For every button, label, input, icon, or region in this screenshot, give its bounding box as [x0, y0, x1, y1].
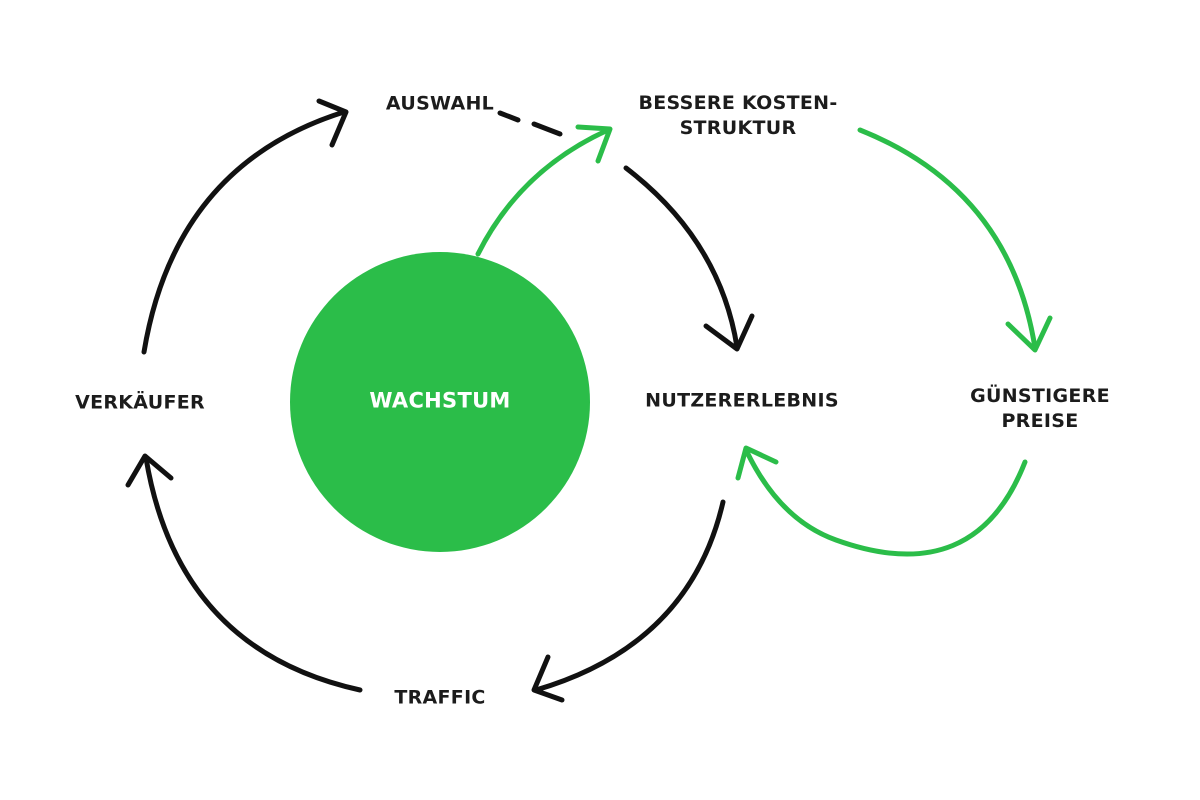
- arrowhead-cost-structure: [575, 124, 613, 164]
- lower-prices-label: GÜNSTIGERE PREISE: [970, 384, 1110, 434]
- arrow-selection-dash-1: [497, 110, 521, 123]
- traffic-label: TRAFFIC: [394, 686, 486, 709]
- cost-structure-label: BESSERE KOSTEN- STRUKTUR: [638, 91, 837, 141]
- cost-structure-label-line-2: STRUKTUR: [679, 117, 797, 139]
- arrow-lower-prices-to-user-experience: [744, 449, 1028, 557]
- lower-prices-label-line-2: PREISE: [1001, 410, 1079, 432]
- cost-structure-label-line-1: BESSERE KOSTEN-: [638, 92, 838, 114]
- growth-label: WACHSTUM: [369, 388, 511, 413]
- arrow-selection-to-user-experience: [623, 165, 740, 350]
- user-experience-label: NUTZERERLEBNIS: [645, 389, 839, 412]
- arrowhead-lower-prices: [1005, 315, 1053, 353]
- arrow-sellers-to-selection: [141, 109, 347, 355]
- lower-prices-label-line-1: GÜNSTIGERE: [970, 385, 1110, 407]
- arrow-cost-structure-to-lower-prices: [857, 127, 1038, 351]
- arrowhead-user-experience-green: [735, 445, 779, 481]
- arrow-traffic-to-sellers: [143, 455, 363, 693]
- arrowhead-traffic: [531, 654, 565, 703]
- arrow-growth-to-cost-structure: [475, 127, 611, 257]
- arrow-user-experience-to-traffic: [533, 499, 726, 693]
- sellers-label: VERKÄUFER: [75, 391, 205, 414]
- arrowhead-sellers: [125, 453, 174, 488]
- arrow-selection-dash-2: [531, 121, 563, 137]
- growth-circle: [290, 252, 590, 552]
- arrowhead-selection: [316, 98, 349, 148]
- selection-label: AUSWAHL: [385, 92, 495, 115]
- arrowhead-user-experience: [703, 313, 755, 352]
